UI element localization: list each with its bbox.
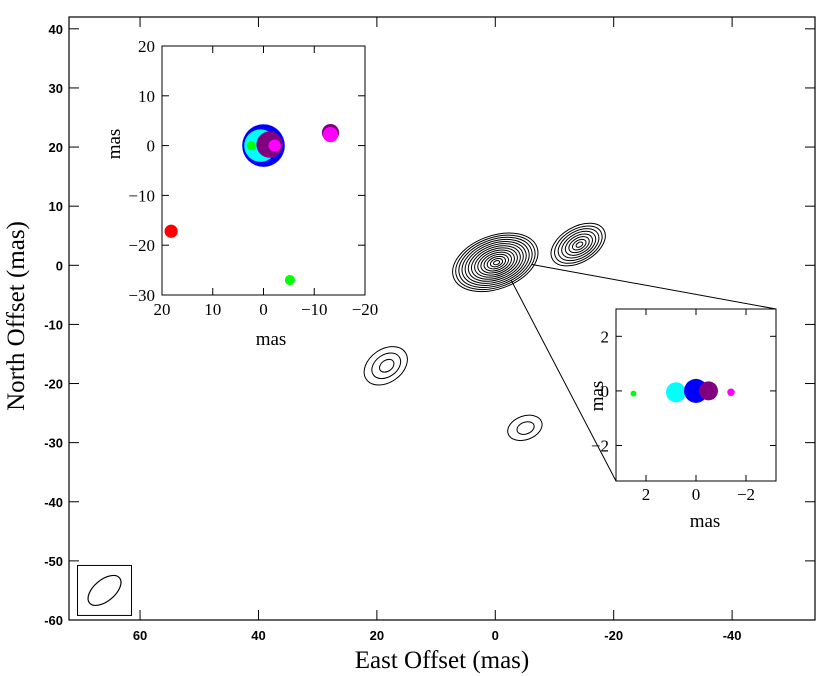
contour-level xyxy=(564,233,593,256)
x-tick-label: 10 xyxy=(204,300,221,319)
inset-left-frame xyxy=(161,45,366,296)
inset-large-scale: 20 10 0 −10 −20 20 10 0 −10 −20 −30 xyxy=(128,37,378,319)
inset-left-x-axis-title: mas xyxy=(256,329,287,350)
contour-level xyxy=(464,241,527,284)
component-marker xyxy=(727,388,735,397)
y-tick-label: −10 xyxy=(128,186,155,205)
contour-level xyxy=(474,247,518,278)
x-tick-label: −20 xyxy=(352,300,379,319)
contour-level xyxy=(575,241,584,248)
contour-level xyxy=(477,249,515,276)
y-tick-label: -40 xyxy=(44,495,63,510)
contour-level xyxy=(493,260,501,266)
contour-level xyxy=(571,238,587,251)
zoom-connector-lines xyxy=(510,263,777,482)
y-tick-label: 10 xyxy=(138,87,155,106)
component-marker xyxy=(666,382,686,403)
y-tick-label: −30 xyxy=(128,286,155,305)
contour-level xyxy=(489,257,504,268)
component-marker xyxy=(322,127,339,143)
component-marker xyxy=(268,139,281,152)
component-marker xyxy=(284,274,295,286)
x-tick-label: 40 xyxy=(251,628,265,643)
y-tick-label: 0 xyxy=(147,137,156,156)
x-tick-label: 60 xyxy=(133,628,147,643)
y-tick-label: 20 xyxy=(138,37,155,56)
y-tick-label: 20 xyxy=(49,140,63,155)
y-tick-label: -10 xyxy=(44,317,63,332)
contour-level xyxy=(455,234,536,291)
x-tick-label: 0 xyxy=(492,628,499,643)
inset-right-x-axis-title: mas xyxy=(690,511,721,532)
x-tick-label: 20 xyxy=(154,300,171,319)
contour-level xyxy=(470,245,521,280)
component-marker xyxy=(630,390,637,397)
component-marker xyxy=(246,141,256,151)
zoom-line-lower xyxy=(510,280,617,482)
main-x-axis-title: East Offset (mas) xyxy=(355,647,530,674)
y-tick-label: 0 xyxy=(56,258,63,273)
contour-level xyxy=(371,352,402,380)
contour-level xyxy=(379,358,395,373)
x-tick-label: −10 xyxy=(301,300,328,319)
x-tick-label: −2 xyxy=(737,485,755,504)
restoring-beam xyxy=(87,574,122,607)
y-tick-label: 30 xyxy=(49,81,63,96)
beam-box xyxy=(77,564,133,616)
y-tick-label: 2 xyxy=(601,327,610,346)
y-tick-label: 0 xyxy=(601,382,610,401)
main-y-axis-title: North Offset (mas) xyxy=(3,221,30,411)
contour-level xyxy=(557,228,600,262)
component-marker xyxy=(164,224,178,238)
contour-level xyxy=(516,421,535,435)
contour-level xyxy=(461,238,530,286)
contour-level xyxy=(483,253,509,272)
contour-level xyxy=(554,225,603,264)
inset-right-y-axis-title: mas xyxy=(587,381,608,412)
contour-level xyxy=(561,230,597,259)
y-tick-label: -60 xyxy=(44,613,63,628)
contour-level xyxy=(486,255,507,270)
y-tick-label: -20 xyxy=(44,377,63,392)
y-tick-label: −2 xyxy=(591,437,609,456)
y-tick-label: 40 xyxy=(49,22,63,37)
contour-level xyxy=(467,243,524,282)
y-tick-label: -30 xyxy=(44,436,63,451)
x-tick-label: 20 xyxy=(370,628,384,643)
y-tick-label: -50 xyxy=(44,554,63,569)
contour-level xyxy=(452,232,539,293)
contour-level xyxy=(568,236,590,254)
contour-level xyxy=(480,251,512,274)
x-tick-label: 0 xyxy=(259,300,268,319)
y-tick-label: −20 xyxy=(128,236,155,255)
axis-titles: East Offset (mas) North Offset (mas) mas… xyxy=(3,129,720,674)
contour-level xyxy=(363,346,408,386)
inset-left-y-axis-title: mas xyxy=(104,129,125,160)
x-tick-label: 2 xyxy=(642,485,651,504)
inset-zoom: 2 0 −2 2 0 −2 xyxy=(591,308,777,504)
zoom-line-upper xyxy=(531,263,777,310)
component-marker xyxy=(699,381,718,401)
contour-level xyxy=(458,236,533,288)
x-tick-label: -20 xyxy=(604,628,623,643)
y-tick-label: 10 xyxy=(49,199,63,214)
contour-level xyxy=(550,222,606,267)
x-tick-label: 0 xyxy=(692,485,701,504)
x-tick-label: -40 xyxy=(723,628,742,643)
contour-level xyxy=(507,414,543,442)
